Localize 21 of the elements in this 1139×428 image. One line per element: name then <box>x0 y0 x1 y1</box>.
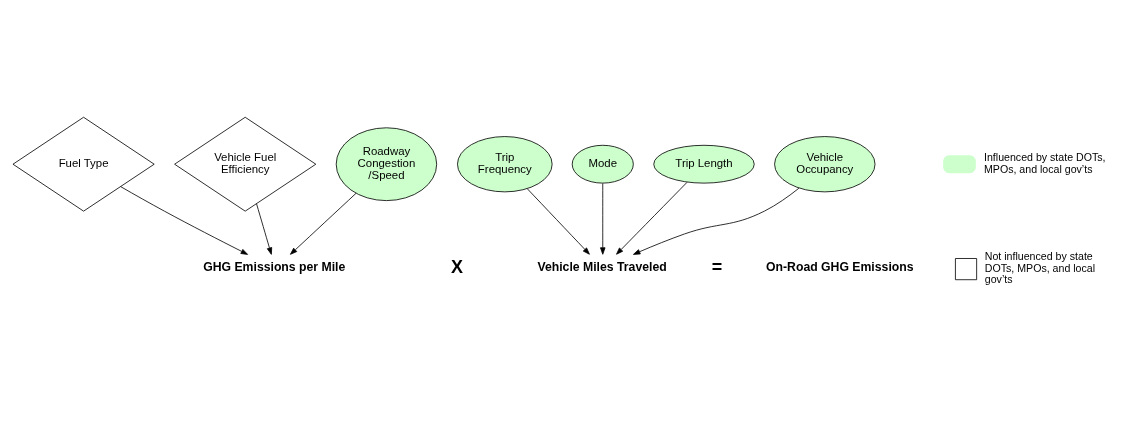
node-diamond: Vehicle Fuel Efficiency <box>174 116 317 212</box>
node-text: GHG Emissions per Mile <box>203 260 346 275</box>
node-ellipse: Trip Frequency <box>457 136 553 193</box>
arrow <box>633 187 800 255</box>
arrow <box>256 203 273 255</box>
arrow <box>616 181 688 255</box>
node-ellipse: Trip Length <box>653 144 755 184</box>
node-ellipse: Vehicle Occupancy <box>774 136 876 193</box>
node-text: Vehicle Miles Traveled <box>537 260 667 275</box>
node-text: On-Road GHG Emissions <box>766 260 914 275</box>
arrow <box>600 183 606 255</box>
legend-label: Influenced by state DOTs, MPOs, and local gov’ts <box>983 151 1106 175</box>
arrow <box>526 188 590 255</box>
node-ellipse: Mode <box>571 144 634 184</box>
arrow <box>290 192 357 255</box>
legend-label: Not influenced by state DOTs, MPOs, and local gov’ts <box>984 250 1096 286</box>
node-ellipse: Roadway Congestion /Speed <box>335 127 438 201</box>
arrow <box>120 186 249 255</box>
label: = <box>711 256 723 277</box>
node-diamond: Fuel Type <box>12 116 155 212</box>
label: X <box>450 256 463 277</box>
